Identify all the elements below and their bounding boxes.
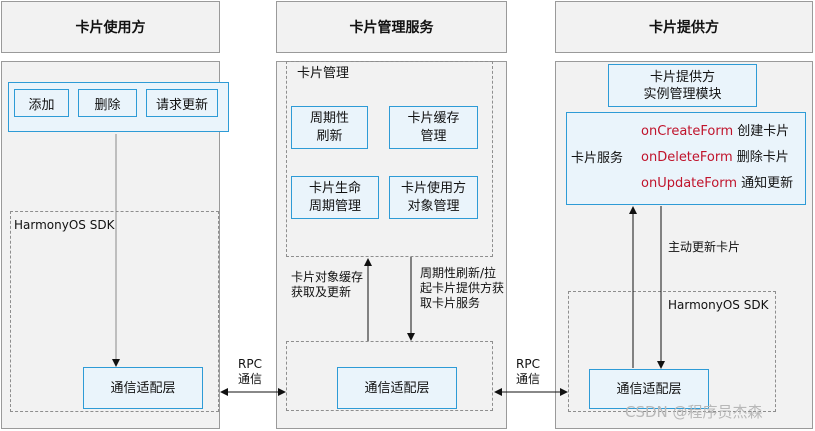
provider-title: 卡片提供方 (649, 20, 719, 36)
request-update-label: 请求更新 (155, 97, 208, 113)
provider-adapter-box: 通信适配层 (589, 369, 709, 409)
provider-adapter-label: 通信适配层 (616, 381, 682, 397)
callback-create-name: onCreateForm (641, 124, 734, 139)
consumer-adapter-box: 通信适配层 (83, 367, 203, 409)
rpc-left-label: RPC 通信 (238, 357, 263, 386)
manager-title: 卡片管理服务 (349, 20, 434, 36)
manager-group-title: 卡片管理 (297, 66, 350, 81)
card-service-label: 卡片服务 (571, 151, 624, 166)
manager-adapter-box: 通信适配层 (337, 367, 457, 409)
delete-label: 删除 (94, 97, 121, 113)
callback-delete-desc: 删除卡片 (736, 150, 789, 165)
callback-delete-name: onDeleteForm (641, 150, 733, 165)
callback-update: onUpdateForm 通知更新 (641, 176, 793, 191)
rpc-right-label: RPC 通信 (516, 357, 541, 386)
module-lifecycle-mgmt: 卡片生命 周期管理 (291, 176, 379, 219)
add-button[interactable]: 添加 (14, 89, 69, 117)
watermark: CSDN @程序员杰森 (625, 403, 763, 421)
module-consumer-object-mgmt-label: 卡片使用方 对象管理 (400, 180, 466, 214)
module-cache-mgmt-label: 卡片缓存 管理 (407, 110, 460, 144)
card-service-box (566, 112, 806, 205)
module-cache-mgmt: 卡片缓存 管理 (389, 106, 478, 149)
consumer-adapter-label: 通信适配层 (110, 380, 176, 396)
provider-header: 卡片提供方 (555, 1, 813, 53)
provider-instance-mgmt-label: 卡片提供方 实例管理模块 (643, 69, 722, 102)
add-label: 添加 (28, 97, 55, 113)
module-periodic-refresh-label: 周期性 刷新 (309, 110, 349, 144)
consumer-sdk-label: HarmonyOS SDK (14, 218, 115, 232)
periodic-refresh-pull-label: 周期性刷新/拉 起卡片提供方获 取卡片服务 (420, 266, 505, 310)
module-periodic-refresh: 周期性 刷新 (291, 106, 368, 149)
consumer-header: 卡片使用方 (1, 1, 220, 53)
manager-group-box (286, 61, 493, 257)
consumer-sdk-box (10, 211, 219, 412)
active-update-label: 主动更新卡片 (668, 240, 741, 254)
cache-fetch-update-label: 卡片对象缓存 获取及更新 (291, 270, 364, 299)
module-lifecycle-mgmt-label: 卡片生命 周期管理 (308, 180, 361, 214)
request-update-button[interactable]: 请求更新 (146, 89, 218, 117)
provider-sdk-label: HarmonyOS SDK (668, 298, 769, 312)
provider-sdk-box (568, 291, 776, 412)
callback-update-name: onUpdateForm (641, 176, 738, 191)
callback-create-desc: 创建卡片 (737, 124, 790, 139)
callback-delete: onDeleteForm 删除卡片 (641, 150, 789, 165)
manager-header: 卡片管理服务 (276, 1, 507, 53)
callback-update-desc: 通知更新 (741, 176, 794, 191)
manager-adapter-label: 通信适配层 (364, 380, 430, 396)
delete-button[interactable]: 删除 (78, 89, 137, 117)
manager-adapter-group (286, 341, 493, 411)
provider-instance-mgmt: 卡片提供方 实例管理模块 (608, 64, 757, 107)
consumer-title: 卡片使用方 (75, 20, 146, 36)
callback-create: onCreateForm 创建卡片 (641, 124, 789, 139)
module-consumer-object-mgmt: 卡片使用方 对象管理 (389, 176, 478, 219)
